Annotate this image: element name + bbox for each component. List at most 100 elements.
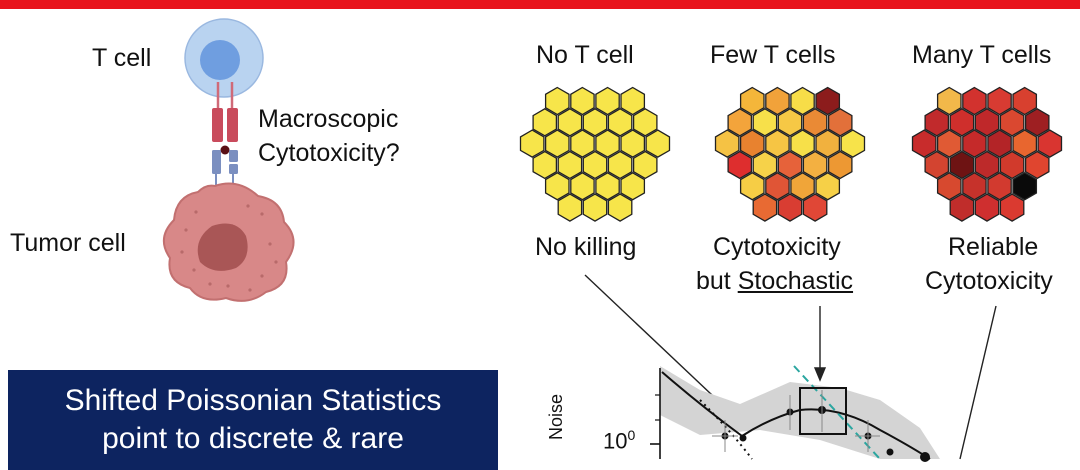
hexagon-cell bbox=[802, 108, 828, 137]
hexagon-cell bbox=[790, 86, 815, 116]
hexagon-cell bbox=[570, 172, 595, 201]
hexagon-cell bbox=[1012, 172, 1038, 201]
banner-line1: Shifted Poissonian Statistics bbox=[64, 384, 442, 417]
hexagon-cell bbox=[557, 150, 583, 180]
outcome-reliable: Reliable bbox=[948, 233, 1039, 261]
accent-bar bbox=[0, 0, 1080, 9]
hexagon-cell bbox=[802, 193, 828, 222]
hexagon-cell bbox=[974, 108, 1000, 137]
hexagon-cell bbox=[962, 129, 987, 158]
plot-ytick: 100 bbox=[603, 427, 635, 454]
t-cell-icon bbox=[184, 18, 264, 98]
hexagon-cell bbox=[714, 129, 740, 158]
hexagon-cell bbox=[570, 129, 595, 158]
summary-banner: Shifted Poissonian Statistics point to d… bbox=[8, 370, 498, 470]
outcome-emphasis: Stochastic bbox=[737, 267, 854, 295]
hexagon-cell bbox=[620, 172, 646, 201]
hexagon-cell bbox=[582, 108, 608, 137]
hexagon-cell bbox=[595, 86, 620, 116]
hexagon-cell bbox=[790, 129, 815, 158]
outcome-stochastic: but Stochastic bbox=[696, 266, 853, 296]
hexagon-grid-many-tcells bbox=[911, 86, 1063, 222]
hexagon-cell bbox=[607, 193, 633, 222]
outcome-no-killing: No killing bbox=[535, 233, 637, 261]
hexagon-cell bbox=[987, 86, 1012, 116]
hexagon-cell bbox=[949, 108, 975, 137]
hexagon-grid-few-tcells bbox=[714, 86, 866, 222]
hexagon-cell bbox=[765, 86, 790, 116]
hexagon-cell bbox=[815, 86, 841, 116]
hexagon-cell bbox=[595, 172, 620, 201]
hexagon-cell bbox=[802, 150, 828, 180]
hexagon-cell bbox=[1012, 86, 1038, 116]
hexagon-cell bbox=[827, 108, 853, 137]
hexagon-cell bbox=[532, 108, 558, 137]
hexagon-cell bbox=[974, 150, 1000, 180]
hexagon-cell bbox=[620, 129, 646, 158]
hexagon-cell bbox=[1024, 108, 1050, 137]
hexagon-cell bbox=[632, 150, 658, 180]
receptor-icon bbox=[212, 82, 238, 200]
hexagon-cell bbox=[999, 108, 1025, 137]
hexagon-cell bbox=[739, 172, 765, 201]
hexagon-cell bbox=[607, 150, 633, 180]
hexagon-cell bbox=[827, 150, 853, 180]
hexagon-cell bbox=[645, 129, 671, 158]
hexagon-cell bbox=[949, 150, 975, 180]
ytick-base: 10 bbox=[603, 428, 628, 454]
noise-plot bbox=[650, 365, 940, 462]
hexagon-cell bbox=[777, 150, 803, 180]
hexagon-cell bbox=[519, 129, 545, 158]
hexagon-cell bbox=[1037, 129, 1063, 158]
panel-title-no-tcell: No T cell bbox=[536, 41, 634, 69]
ytick-exponent: 0 bbox=[627, 427, 636, 443]
hexagon-cell bbox=[544, 86, 570, 116]
hexagon-cell bbox=[582, 150, 608, 180]
panel-title-few-tcells: Few T cells bbox=[710, 41, 836, 69]
hexagon-cell bbox=[936, 86, 962, 116]
hexagon-cell bbox=[595, 129, 620, 158]
hexagon-cell bbox=[765, 129, 790, 158]
hexagon-cell bbox=[987, 129, 1012, 158]
outcome-cytotoxicity-many: Cytotoxicity bbox=[925, 267, 1053, 295]
macroscopic-label-line1: Macroscopic bbox=[258, 105, 399, 133]
hexagon-cell bbox=[532, 150, 558, 180]
hexagon-cell bbox=[739, 86, 765, 116]
hexagon-cell bbox=[974, 193, 1000, 222]
hexagon-cell bbox=[924, 108, 950, 137]
illustration-canvas bbox=[163, 18, 1063, 462]
hexagon-cell bbox=[570, 86, 595, 116]
plot-ylabel: Noise bbox=[546, 393, 566, 440]
hexagon-cell bbox=[727, 150, 753, 180]
hexagon-cell bbox=[607, 108, 633, 137]
hexagon-cell bbox=[936, 172, 962, 201]
hexagon-cell bbox=[924, 150, 950, 180]
hexagon-cell bbox=[949, 193, 975, 222]
banner-line2: point to discrete & rare bbox=[102, 421, 404, 455]
hexagon-cell bbox=[620, 86, 646, 116]
t-cell-label: T cell bbox=[92, 44, 152, 72]
panel-title-many-tcells: Many T cells bbox=[912, 41, 1052, 69]
hexagon-cell bbox=[962, 172, 987, 201]
macroscopic-label-line2: Cytotoxicity? bbox=[258, 139, 400, 167]
hexagon-cell bbox=[752, 193, 778, 222]
hexagon-cell bbox=[815, 172, 841, 201]
hexagon-cell bbox=[1012, 129, 1038, 158]
hexagon-cell bbox=[765, 172, 790, 201]
outcome-prefix: but bbox=[696, 267, 738, 295]
hexagon-cell bbox=[544, 129, 570, 158]
tumor-cell-icon bbox=[163, 182, 295, 302]
hexagon-cell bbox=[752, 150, 778, 180]
hexagon-cell bbox=[752, 108, 778, 137]
hexagon-cell bbox=[815, 129, 841, 158]
hexagon-cell bbox=[582, 193, 608, 222]
hexagon-cell bbox=[911, 129, 937, 158]
hexagon-cell bbox=[557, 108, 583, 137]
hexagon-cell bbox=[557, 193, 583, 222]
tumor-cell-label: Tumor cell bbox=[10, 229, 126, 257]
hexagon-cell bbox=[777, 108, 803, 137]
hexagon-cell bbox=[840, 129, 866, 158]
hexagon-cell bbox=[962, 86, 987, 116]
hexagon-cell bbox=[987, 172, 1012, 201]
hexagon-cell bbox=[999, 150, 1025, 180]
